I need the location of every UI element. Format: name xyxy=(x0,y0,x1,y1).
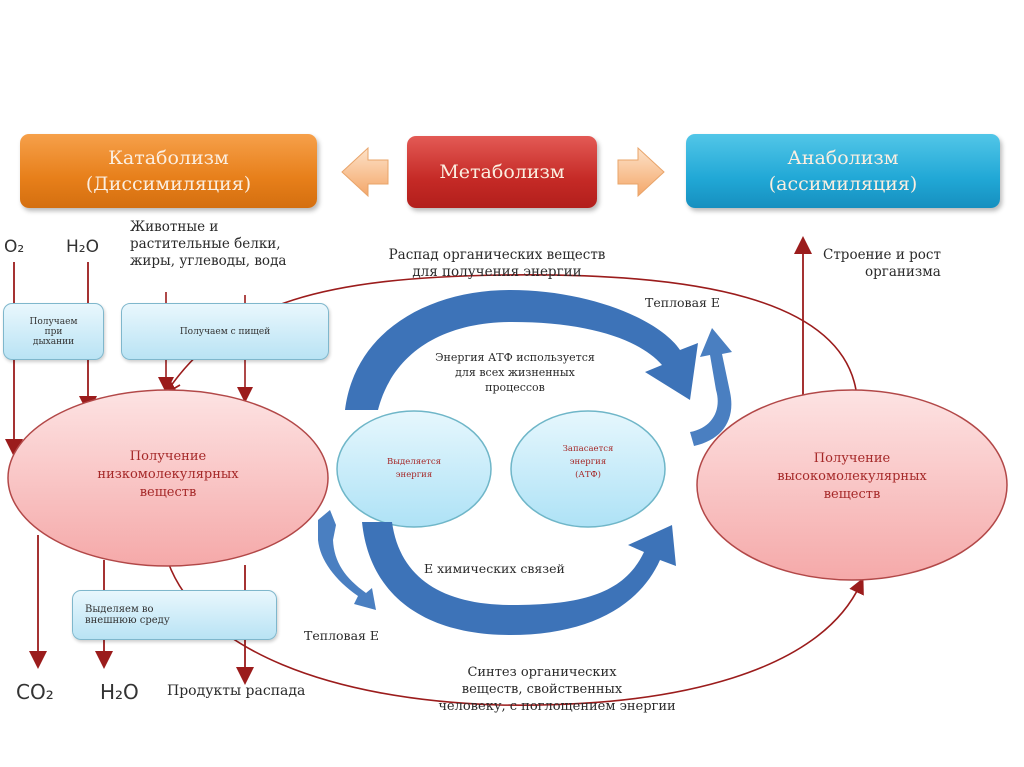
breathing-line-2: при xyxy=(44,326,63,337)
co2-label: CO₂ xyxy=(16,680,54,704)
o2-label: O₂ xyxy=(4,237,25,257)
low-molecular-text: Получение низкомолекулярных веществ xyxy=(58,448,278,502)
catabolism-box: Катаболизм (Диссимиляция) xyxy=(20,134,317,208)
h2o-output-label: H₂O xyxy=(100,680,139,704)
catabolism-title: Катаболизм xyxy=(108,147,229,169)
excrete-box: Выделяем во внешнюю среду xyxy=(72,590,277,640)
breathing-line-3: дыхании xyxy=(32,336,75,347)
food-line-1: Животные и xyxy=(130,219,219,235)
top-cycle-arrow xyxy=(345,290,698,410)
high-molecular-line-3: веществ xyxy=(823,487,881,502)
atp-use-label: Энергия АТФ используется для всех жизнен… xyxy=(395,350,635,395)
catabolism-subtitle: (Диссимиляция) xyxy=(85,173,252,195)
growth-line-2: организма xyxy=(865,264,941,280)
store-energy-text: Запасается энергия (АТФ) xyxy=(524,443,652,482)
heat-bottom-label: Тепловая Е xyxy=(304,628,380,643)
growth-label: Строение и рост организма xyxy=(823,247,941,281)
decay-line-2: для получения энергии xyxy=(412,264,582,280)
low-molecular-line-2: низкомолекулярных xyxy=(97,467,239,482)
heat-top-label: Тепловая Е xyxy=(645,295,721,310)
high-molecular-ellipse xyxy=(696,389,1008,581)
decay-label: Распад органических веществ для получени… xyxy=(362,247,632,281)
heat-bottom-arrow xyxy=(318,510,376,610)
food-box: Получаем с пищей xyxy=(121,303,329,360)
decay-products-label: Продукты распада xyxy=(167,683,306,699)
decay-line-1: Распад органических веществ xyxy=(388,247,606,263)
synthesis-label: Синтез органических веществ, свойственны… xyxy=(392,664,692,715)
food-box-text: Получаем с пищей xyxy=(179,326,271,337)
high-molecular-line-1: Получение xyxy=(813,451,891,466)
store-line-1: Запасается xyxy=(562,444,614,454)
release-line-1: Выделяется xyxy=(387,457,441,467)
food-line-3: жиры, углеводы, вода xyxy=(130,253,287,269)
growth-line-1: Строение и рост xyxy=(823,247,941,263)
breathing-line-1: Получаем xyxy=(29,316,78,327)
anabolism-subtitle: (ассимиляция) xyxy=(768,173,918,195)
release-energy-ellipse xyxy=(336,410,492,528)
high-molecular-line-2: высокомолекулярных xyxy=(777,469,927,484)
atp-use-line-1: Энергия АТФ используется xyxy=(435,351,595,364)
high-molecular-text: Получение высокомолекулярных веществ xyxy=(737,450,967,504)
release-line-2: энергия xyxy=(395,470,433,480)
excrete-line-2: внешнюю среду xyxy=(85,615,170,626)
synthesis-line-1: Синтез органических xyxy=(467,665,617,680)
low-molecular-line-1: Получение xyxy=(129,449,207,464)
food-line-2: растительные белки, xyxy=(130,236,281,252)
low-molecular-ellipse xyxy=(7,389,329,567)
chem-bonds-label: Е химических связей xyxy=(424,561,565,576)
h2o-input-label: H₂O xyxy=(66,237,99,257)
breathing-box: Получаем при дыхании xyxy=(3,303,104,360)
atp-use-line-2: для всех жизненных xyxy=(455,366,575,379)
metabolism-title: Метаболизм xyxy=(439,161,565,183)
store-energy-ellipse xyxy=(510,410,666,528)
synthesis-line-2: веществ, свойственных xyxy=(461,682,623,697)
heat-top-arrow xyxy=(690,328,732,446)
release-energy-text: Выделяется энергия xyxy=(350,456,478,482)
synthesis-line-3: человеку, с поглощением энергии xyxy=(438,699,676,714)
food-sources-label: Животные и растительные белки, жиры, угл… xyxy=(130,219,286,270)
metabolism-box: Метаболизм xyxy=(407,136,597,208)
left-arrow-icon xyxy=(341,146,389,198)
atp-use-line-3: процессов xyxy=(485,381,545,394)
anabolism-box: Анаболизм (ассимиляция) xyxy=(686,134,1000,208)
anabolism-title: Анаболизм xyxy=(787,147,899,169)
bottom-cycle-arrow xyxy=(362,522,676,635)
low-molecular-line-3: веществ xyxy=(139,485,197,500)
store-line-3: (АТФ) xyxy=(575,470,601,480)
excrete-line-1: Выделяем во xyxy=(85,604,154,615)
store-line-2: энергия xyxy=(569,457,607,467)
right-arrow-icon xyxy=(617,146,665,198)
